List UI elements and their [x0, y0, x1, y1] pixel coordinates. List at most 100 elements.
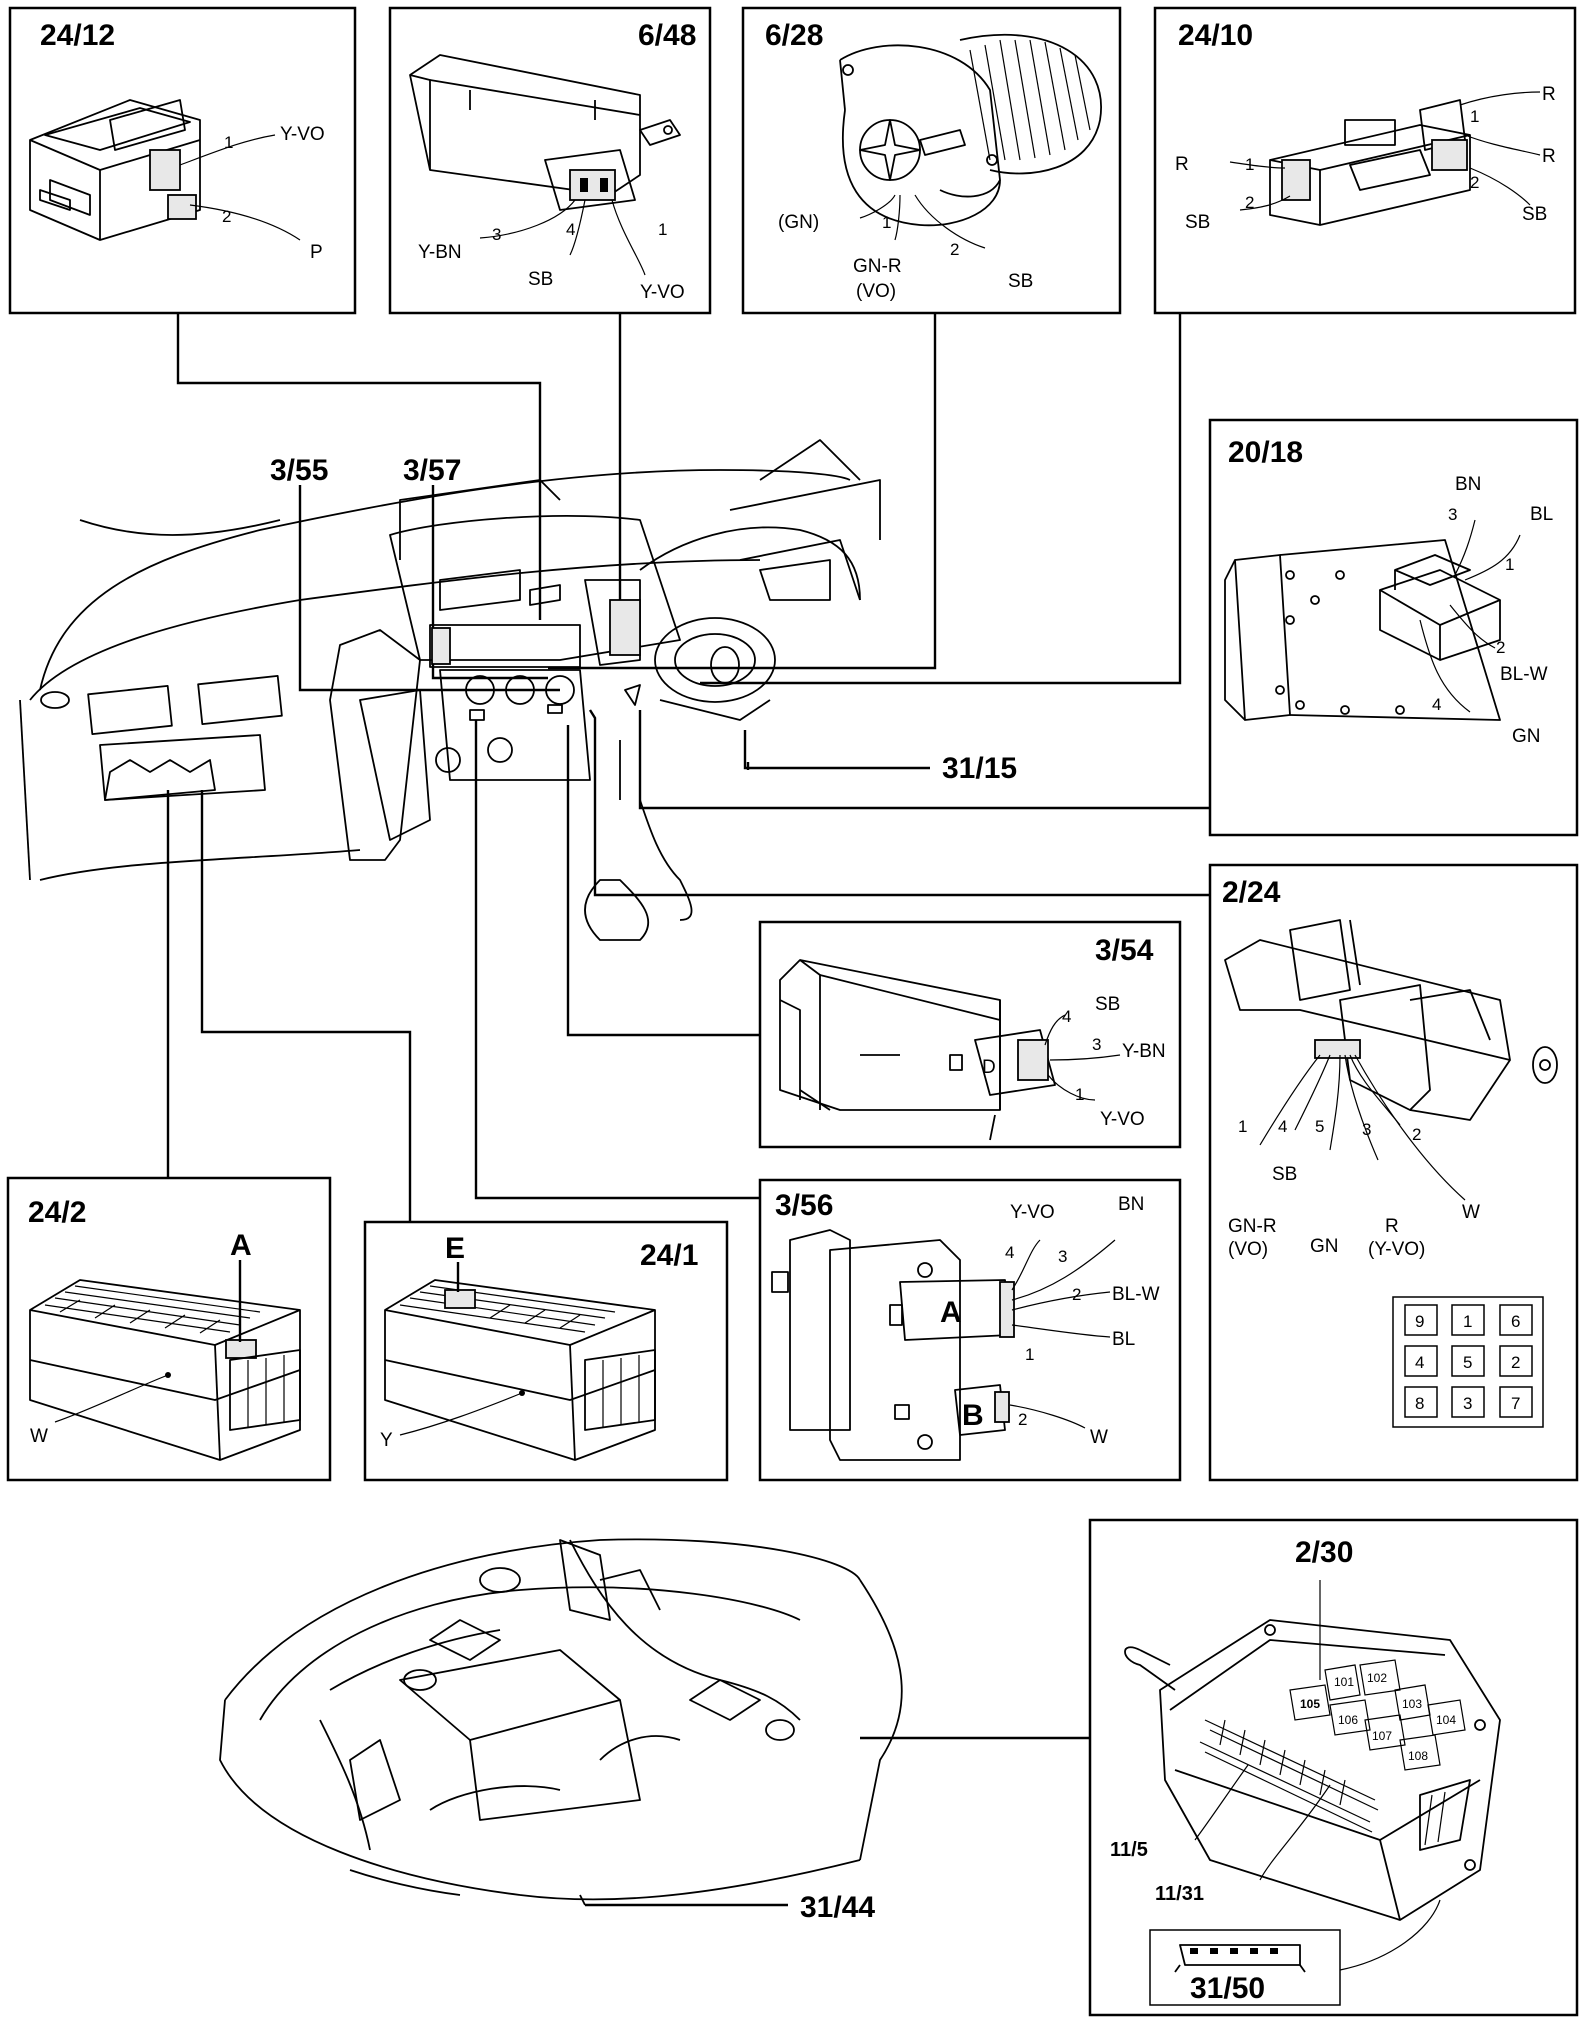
panel-6-28-frame: [741, 6, 1122, 315]
pin-3-54-3: 3: [1092, 1035, 1101, 1054]
wire-2-24-r: R: [1385, 1216, 1399, 1237]
pin-6-48-1: 1: [658, 220, 667, 239]
relay-103: 103: [1402, 1697, 1422, 1711]
wire-20-18-bl: BL: [1530, 504, 1553, 525]
letter-3-56-b: B: [962, 1399, 984, 1432]
panel-24-10-title: 24/10: [1178, 19, 1253, 52]
panel-20-18-frame: [1208, 418, 1579, 837]
relay-slots: [1289, 1659, 1466, 1771]
letter-3-56-a: A: [940, 1296, 962, 1329]
pin-6-28-2: 2: [950, 240, 959, 259]
relay-101: 101: [1334, 1675, 1354, 1689]
callout-11-5: 11/5: [1110, 1839, 1148, 1861]
pin-2-24-5: 5: [1315, 1117, 1324, 1136]
wire-24-12-p: P: [310, 242, 323, 263]
panel-6-28-title: 6/28: [765, 19, 823, 52]
panel-2-24-frame: [1208, 863, 1579, 1482]
callout-11-31: 11/31: [1155, 1883, 1204, 1905]
wire-24-10-sb-right: SB: [1522, 204, 1547, 225]
relay-107: 107: [1372, 1729, 1392, 1743]
pin-24-10-2-left: 2: [1245, 193, 1254, 212]
wire-3-56-bl: BL: [1112, 1329, 1135, 1350]
wire-3-56-y-vo: Y-VO: [1010, 1202, 1055, 1223]
panel-24-1-title: 24/1: [640, 1239, 698, 1272]
wire-24-10-sb-left: SB: [1185, 212, 1210, 233]
fan-fins: [969, 39, 1091, 161]
letter-24-2-a: A: [230, 1229, 252, 1262]
pin-2-24-1: 1: [1238, 1117, 1247, 1136]
component-2-24: [1224, 919, 1558, 1201]
wire-20-18-bn: BN: [1455, 474, 1481, 495]
wire-6-48-sb: SB: [528, 269, 553, 290]
pin-2-24-3: 3: [1362, 1120, 1371, 1139]
grid-cell: 5: [1463, 1353, 1472, 1372]
panel-2-30-frame: [1088, 1518, 1579, 2017]
wire-3-54-y-vo: Y-VO: [1100, 1109, 1145, 1130]
letter-24-1-e: E: [445, 1232, 465, 1265]
relay-105: 105: [1300, 1697, 1320, 1711]
wire-2-24-sb: SB: [1272, 1164, 1297, 1185]
pin-20-18-1: 1: [1505, 555, 1514, 574]
wire-6-48-y-vo: Y-VO: [640, 282, 685, 303]
grid-cell: 8: [1415, 1394, 1424, 1413]
pin-3-54-4: 4: [1062, 1007, 1071, 1026]
callout-31-15: 31/15: [942, 752, 1017, 785]
panel-24-10-frame: [1153, 6, 1577, 315]
component-24-2: [29, 1260, 301, 1461]
pin-2-24-2: 2: [1412, 1125, 1421, 1144]
component-24-1: [384, 1262, 656, 1461]
wire-24-2-w: W: [30, 1426, 48, 1447]
dashboard-illustration: [19, 439, 881, 941]
wire-6-48-y-bn: Y-BN: [418, 242, 462, 263]
relay-108: 108: [1408, 1749, 1428, 1763]
panel-6-48-frame: [388, 6, 712, 315]
wire-3-56-bn: BN: [1118, 1194, 1144, 1215]
component-3-54: D: [779, 959, 1121, 1141]
panel-6-48-title: 6/48: [638, 19, 696, 52]
wire-2-24-gn-r: GN-R: [1228, 1216, 1277, 1237]
pin-6-28-1: 1: [882, 213, 891, 232]
grid-cell: 7: [1511, 1394, 1520, 1413]
wire-6-28-vo: (VO): [856, 281, 896, 302]
wire-3-56-w: W: [1090, 1427, 1108, 1448]
wire-20-18-bl-w: BL-W: [1500, 664, 1548, 685]
wire-24-1-y: Y: [380, 1430, 393, 1451]
panel-3-56-frame: [758, 1178, 1182, 1482]
panel-24-1-frame: [363, 1220, 729, 1482]
letter-3-54-d: D: [982, 1057, 996, 1078]
wire-24-10-r-right: R: [1542, 146, 1556, 167]
pin-3-54-1: 1: [1075, 1085, 1084, 1104]
pin-24-10-2-right: 2: [1470, 173, 1479, 192]
wire-6-28-sb: SB: [1008, 271, 1033, 292]
panel-24-12-frame: [8, 6, 357, 315]
pin-3-56-2: 2: [1072, 1285, 1081, 1304]
grid-cell: 4: [1415, 1353, 1424, 1372]
inset-31-50: [1149, 1929, 1341, 2006]
pin-3-56-3: 3: [1058, 1247, 1067, 1266]
wire-3-54-sb: SB: [1095, 994, 1120, 1015]
pin-20-18-3: 3: [1448, 505, 1457, 524]
leader-wires: [166, 313, 1210, 1907]
pin-3-56-1: 1: [1025, 1345, 1034, 1364]
wire-3-56-bl-w: BL-W: [1112, 1284, 1160, 1305]
pin-6-48-4: 4: [566, 220, 575, 239]
wire-2-24-gn: GN: [1310, 1236, 1339, 1257]
pin-20-18-4: 4: [1432, 695, 1441, 714]
wire-20-18-gn: GN: [1512, 726, 1541, 747]
pin-6-48-3: 3: [492, 225, 501, 244]
component-3-56: A B: [771, 1229, 1116, 1461]
engine-bay-illustration: [219, 1538, 903, 1906]
pin-24-12-1: 1: [224, 133, 233, 152]
wire-24-10-r-top: R: [1542, 84, 1556, 105]
relay-106: 106: [1338, 1713, 1358, 1727]
pin-24-10-1-left: 1: [1245, 155, 1254, 174]
panel-24-12-title: 24/12: [40, 19, 115, 52]
wire-3-54-y-bn: Y-BN: [1122, 1041, 1166, 1062]
pin-20-18-2: 2: [1496, 638, 1505, 657]
pin-2-24-4: 4: [1278, 1117, 1287, 1136]
callout-3-55: 3/55: [270, 454, 328, 487]
component-2-30: [1124, 1580, 1501, 1971]
component-20-18: [1224, 519, 1521, 721]
